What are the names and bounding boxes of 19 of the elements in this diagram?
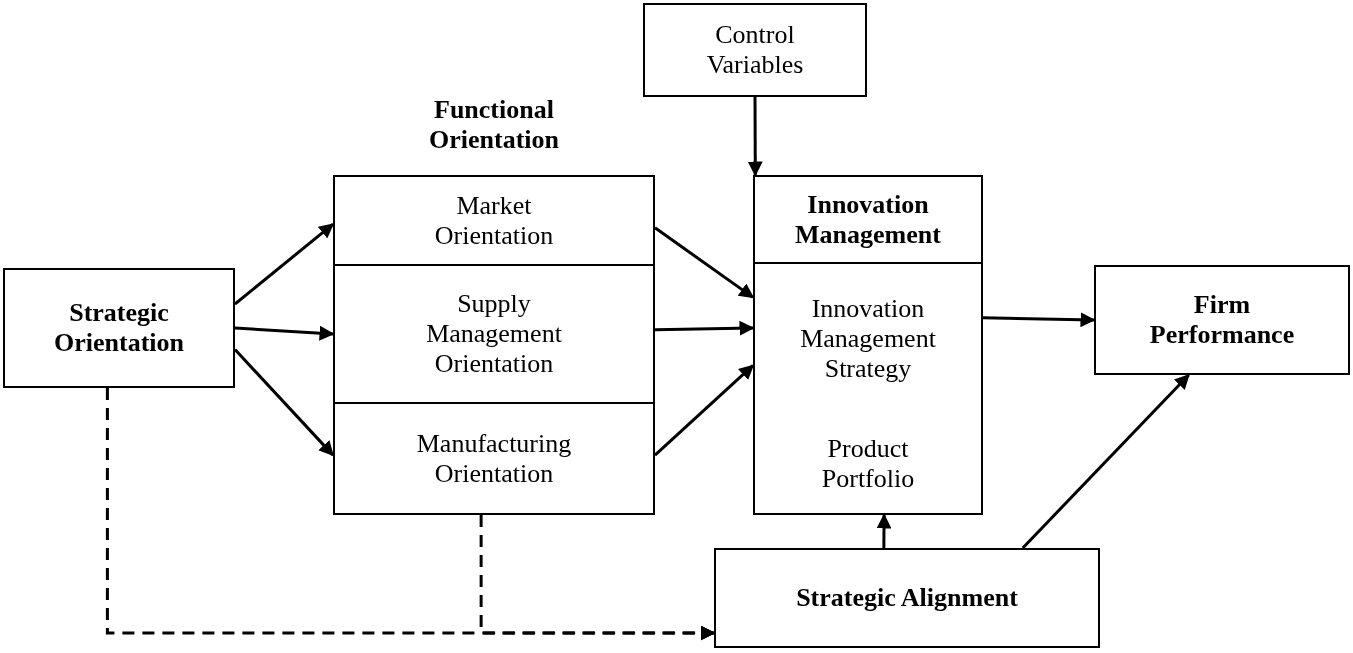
- arrow: [654, 364, 755, 457]
- arrow: [654, 226, 755, 299]
- box-text: Product Portfolio: [820, 434, 916, 494]
- arrow: [654, 320, 755, 336]
- arrow: [479, 515, 716, 641]
- box-text: Innovation Management Strategy: [800, 294, 936, 384]
- arrow: [876, 513, 892, 548]
- process-box: Strategic Orientation: [3, 268, 235, 388]
- box-heading: Innovation Management: [794, 189, 942, 250]
- process-box: [753, 175, 983, 515]
- arrow: [234, 222, 335, 306]
- arrow: [234, 325, 335, 341]
- arrow: [747, 97, 763, 177]
- process-box: Firm Performance: [1094, 265, 1350, 375]
- arrow: [982, 312, 1096, 328]
- arrow: [1021, 373, 1190, 550]
- process-box: Strategic Alignment: [714, 548, 1100, 648]
- process-box: Control Variables: [643, 3, 867, 97]
- group-heading: Functional Orientation: [428, 95, 560, 155]
